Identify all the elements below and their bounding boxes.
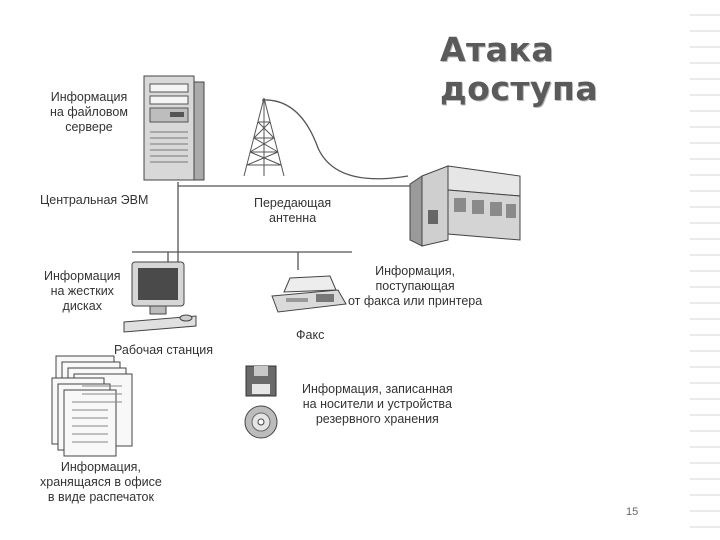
- mainframe-icon: [409, 165, 521, 247]
- central-computer-label: Центральная ЭВМ: [40, 193, 149, 207]
- floppy-disk-icon: [245, 365, 277, 397]
- slide-title: Атака доступа: [440, 30, 599, 108]
- cd-disc-icon: [244, 405, 278, 439]
- radio-antenna-icon: [243, 97, 285, 177]
- workstation-monitor-icon: [123, 261, 197, 333]
- fax-label: Факс: [296, 328, 325, 342]
- slide-edge-decoration: [690, 0, 720, 540]
- page-number: 15: [626, 506, 639, 518]
- fax-machine-icon: [271, 275, 347, 313]
- workstation-label: Рабочая станция: [114, 343, 214, 357]
- connection-lines: [132, 99, 410, 270]
- server-tower-icon: [143, 75, 205, 181]
- paper-stack-icon: [51, 355, 133, 457]
